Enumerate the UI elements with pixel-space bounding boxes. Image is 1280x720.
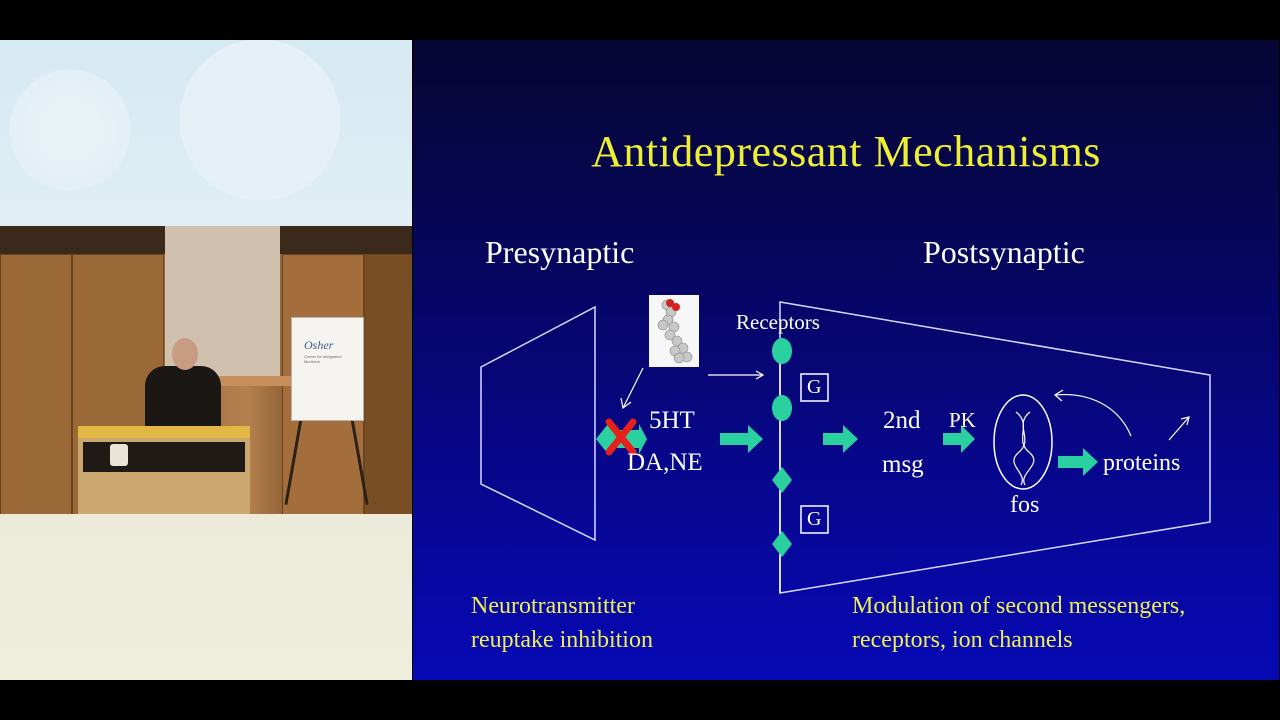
neurotransmitter-da-ne-label: DA,NE — [627, 449, 703, 476]
proteins-label: proteins — [1103, 450, 1181, 476]
pk-label: PK — [949, 408, 976, 432]
slide-title: Antidepressant Mechanisms — [591, 127, 1101, 176]
g-protein-label-1: G — [807, 376, 822, 398]
background-decor-bottom — [0, 514, 412, 680]
sign-logo-text: Osher — [304, 338, 334, 352]
receptor-diamond-1 — [772, 467, 792, 493]
g-protein-label-2: G — [807, 508, 822, 530]
g-protein-box-1 — [800, 373, 829, 402]
presynaptic-heading: Presynaptic — [485, 234, 635, 270]
arrow-to-pk-process — [943, 425, 975, 453]
thin-arrow-to-receptors — [708, 370, 765, 380]
presentation-slide: Antidepressant Mechanisms Presynaptic Po… — [413, 40, 1279, 680]
receptor-diamond-2 — [772, 531, 792, 557]
speaker-head — [172, 338, 198, 370]
podium-seal-icon — [110, 444, 128, 466]
small-up-arrow — [1168, 416, 1190, 441]
second-messenger-label-line2: msg — [882, 451, 924, 478]
wall-rail — [215, 376, 295, 386]
neurotransmitter-5ht-label: 5HT — [649, 407, 695, 434]
blocked-x-icon — [605, 418, 637, 456]
speaker-body — [145, 366, 221, 432]
right-caption-line2: receptors, ion channels — [852, 627, 1073, 653]
drug-molecule-image — [649, 295, 699, 367]
wall-panel — [0, 254, 72, 514]
background-decor-top — [0, 40, 412, 226]
speaker-video: Osher Center for Integrative Medicine — [0, 226, 412, 514]
fos-label: fos — [1010, 492, 1040, 518]
podium-top — [78, 426, 250, 438]
osher-sign: Osher Center for Integrative Medicine — [291, 317, 364, 421]
presynaptic-terminal-shape — [480, 305, 596, 542]
arrow-to-second-messenger — [823, 425, 858, 453]
wall-panel — [364, 254, 412, 514]
arrow-to-proteins — [1058, 448, 1098, 476]
left-caption-line2: reuptake inhibition — [471, 627, 653, 653]
thin-arrow-from-drug — [620, 367, 644, 410]
dna-helix-icon — [1013, 411, 1035, 486]
synapse-diagram — [480, 301, 1211, 594]
g-protein-box-2 — [800, 505, 829, 534]
left-caption-line1: Neurotransmitter — [471, 593, 635, 619]
podium-front-panel — [83, 442, 245, 472]
postsynaptic-heading: Postsynaptic — [923, 234, 1085, 270]
right-caption-line1: Modulation of second messengers, — [852, 593, 1186, 619]
receptor-oval-2 — [772, 395, 792, 421]
curved-feedback-arrow — [1053, 389, 1132, 437]
nucleus-ellipse — [993, 394, 1053, 490]
arrow-to-receptors — [720, 425, 763, 453]
letterbox-bottom — [0, 680, 1280, 720]
receptor-oval-1 — [772, 338, 792, 364]
second-messenger-label-line1: 2nd — [883, 407, 921, 434]
letterbox-top — [0, 0, 1280, 40]
receptors-label: Receptors — [736, 310, 820, 334]
sign-sub-text: Center for Integrative Medicine — [304, 354, 342, 364]
